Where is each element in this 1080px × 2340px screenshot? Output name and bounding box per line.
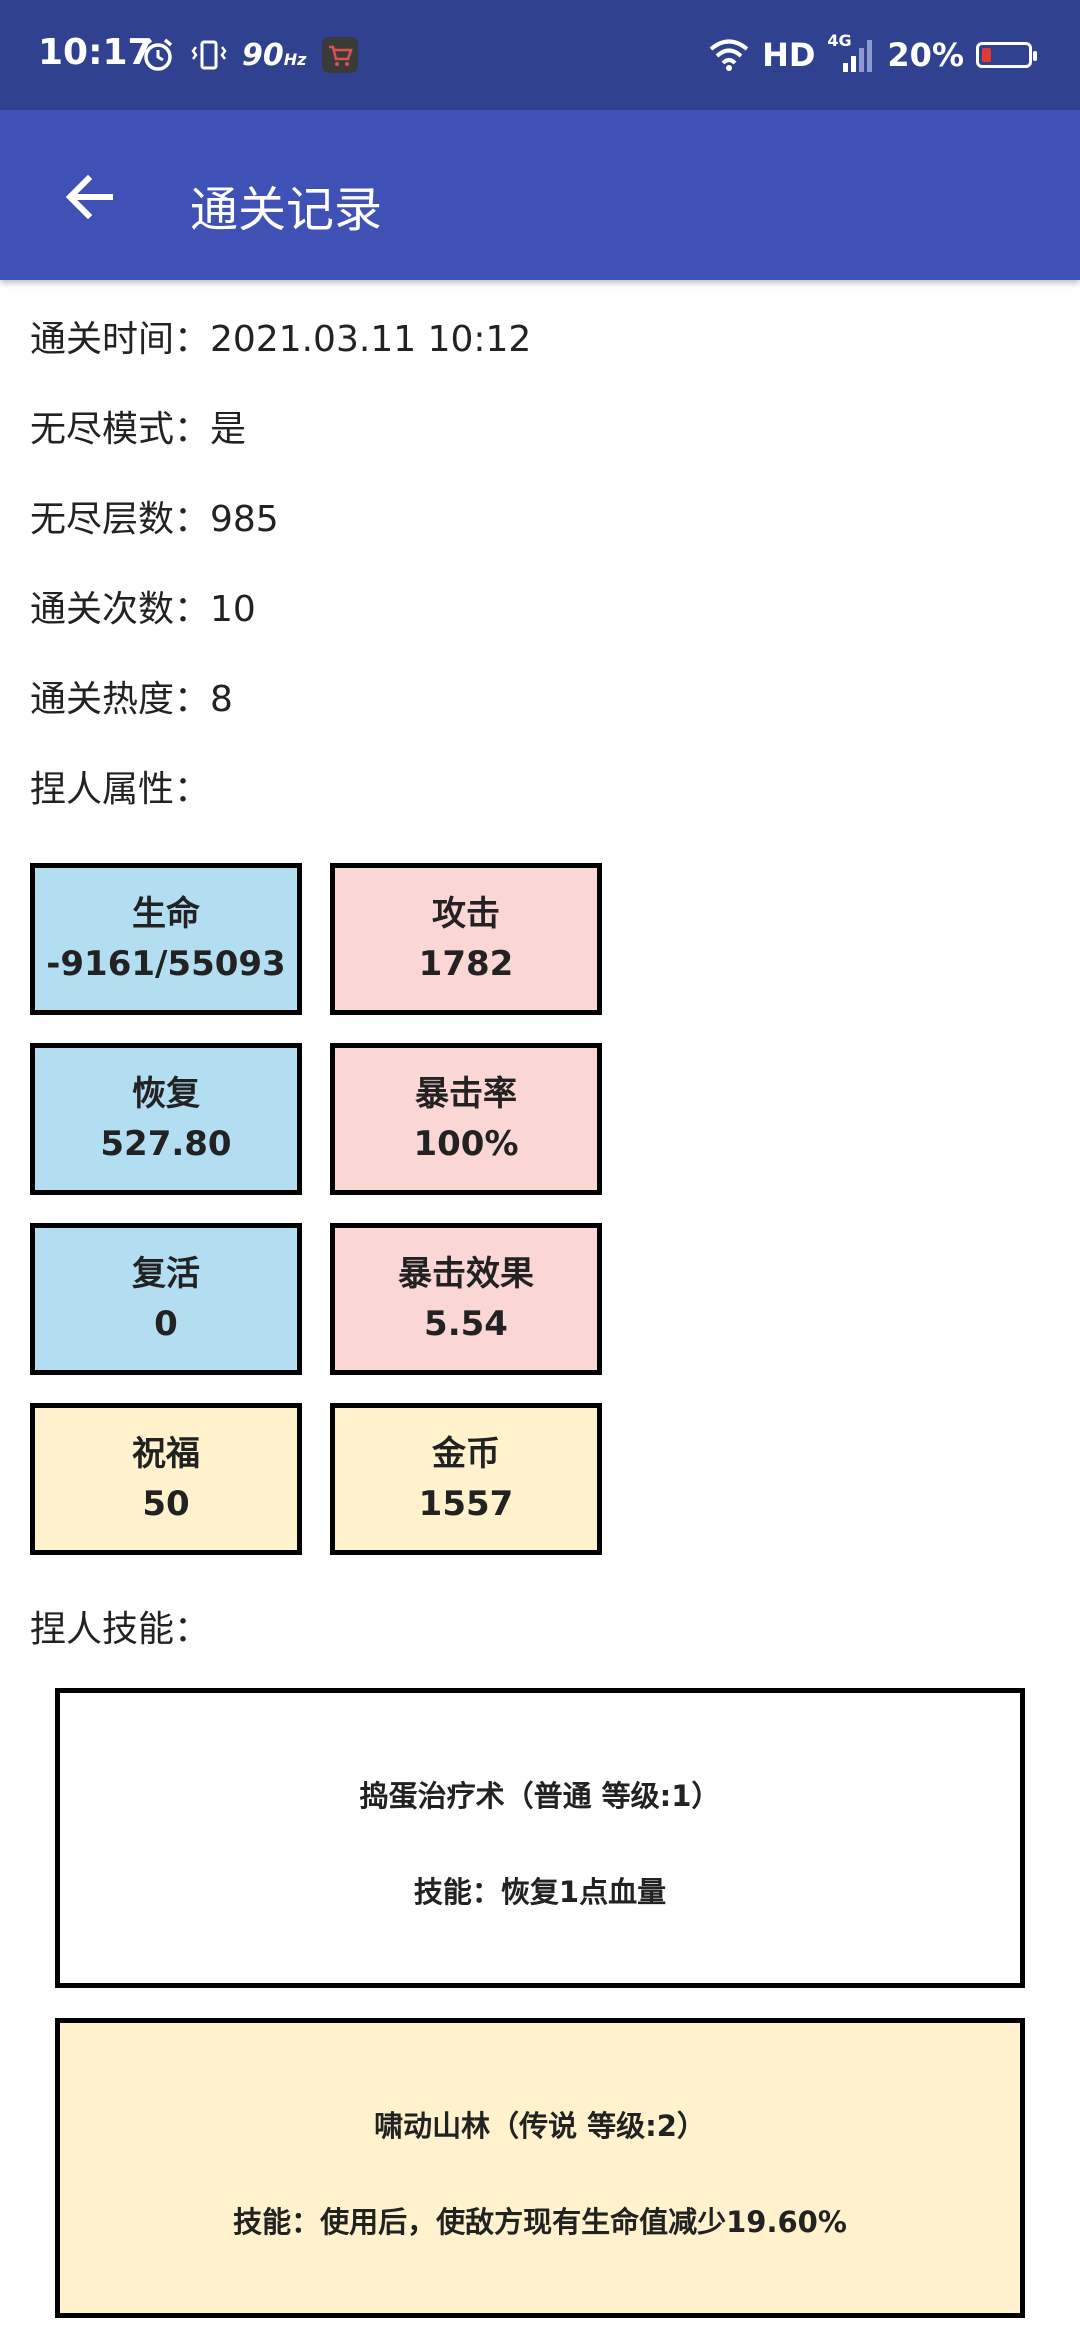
attr-box-attack: 攻击 1782 [330, 863, 602, 1015]
attr-value: 1557 [418, 1484, 514, 1524]
skill-card: 啸动山林（传说 等级:2） 技能：使用后，使敌方现有生命值减少19.60% [55, 2018, 1025, 2318]
clear-count: 通关次数：10 [30, 589, 256, 630]
attr-label: 暴击效果 [398, 1254, 534, 1294]
status-time: 10:17 [38, 32, 153, 73]
battery-percent: 20% [887, 36, 964, 74]
skill-name: 捣蛋治疗术（普通 等级:1） [359, 1779, 721, 1813]
attr-box-hp: 生命 -9161/55093 [30, 863, 302, 1015]
status-left-icons: 90Hz [140, 30, 360, 80]
attr-box-crit-rate: 暴击率 100% [330, 1043, 602, 1195]
alarm-icon [143, 38, 173, 71]
attr-label: 恢复 [132, 1074, 200, 1114]
skill-card: 捣蛋治疗术（普通 等级:1） 技能：恢复1点血量 [55, 1688, 1025, 1988]
attr-label: 暴击率 [415, 1074, 517, 1114]
attr-value: 527.80 [100, 1124, 232, 1164]
refresh-rate-value: 90 [242, 37, 284, 73]
attr-label: 金币 [432, 1434, 500, 1474]
page-title: 通关记录 [190, 182, 383, 238]
attr-value: 1782 [418, 944, 514, 984]
network-type: HD [762, 36, 816, 74]
status-bar: 10:17 90Hz HD 4G [0, 0, 1080, 110]
signal-group: 4G [827, 31, 875, 75]
attr-value: 50 [142, 1484, 190, 1524]
battery-icon [976, 42, 1037, 68]
attr-value: 100% [413, 1124, 519, 1164]
endless-layers: 无尽层数：985 [30, 499, 279, 540]
shopping-cart-icon [322, 37, 359, 73]
status-right: HD 4G 20% [708, 28, 1037, 82]
arrow-left-icon[interactable] [58, 165, 122, 229]
attr-box-gold: 金币 1557 [330, 1403, 602, 1555]
attr-box-blessing: 祝福 50 [30, 1403, 302, 1555]
app-bar: 通关记录 [0, 110, 1080, 280]
refresh-rate-unit: Hz [283, 49, 307, 69]
refresh-rate: 90Hz [242, 38, 306, 73]
attributes-label: 捏人属性： [30, 769, 211, 810]
signal-type: 4G [827, 31, 852, 50]
attr-label: 攻击 [432, 894, 500, 934]
attr-value: 5.54 [424, 1304, 508, 1344]
skill-description: 技能：恢复1点血量 [413, 1875, 667, 1909]
vibrate-icon [191, 40, 227, 70]
endless-mode: 无尽模式：是 [30, 409, 247, 450]
wifi-icon [709, 39, 749, 71]
clear-heat: 通关热度：8 [30, 679, 233, 720]
clear-time: 通关时间：2021.03.11 10:12 [30, 319, 532, 360]
attr-value: 0 [154, 1304, 178, 1344]
attr-label: 祝福 [132, 1434, 200, 1474]
attr-value: -9161/55093 [46, 944, 286, 984]
attr-box-revive: 复活 0 [30, 1223, 302, 1375]
skill-description: 技能：使用后，使敌方现有生命值减少19.60% [233, 2205, 847, 2239]
signal-icon [843, 40, 873, 72]
skill-name: 啸动山林（传说 等级:2） [374, 2109, 706, 2143]
attr-label: 生命 [132, 894, 200, 934]
attr-box-crit-effect: 暴击效果 5.54 [330, 1223, 602, 1375]
skills-label: 捏人技能： [30, 1609, 211, 1650]
attr-label: 复活 [132, 1254, 200, 1294]
battery-fill [982, 48, 991, 62]
attr-box-recovery: 恢复 527.80 [30, 1043, 302, 1195]
